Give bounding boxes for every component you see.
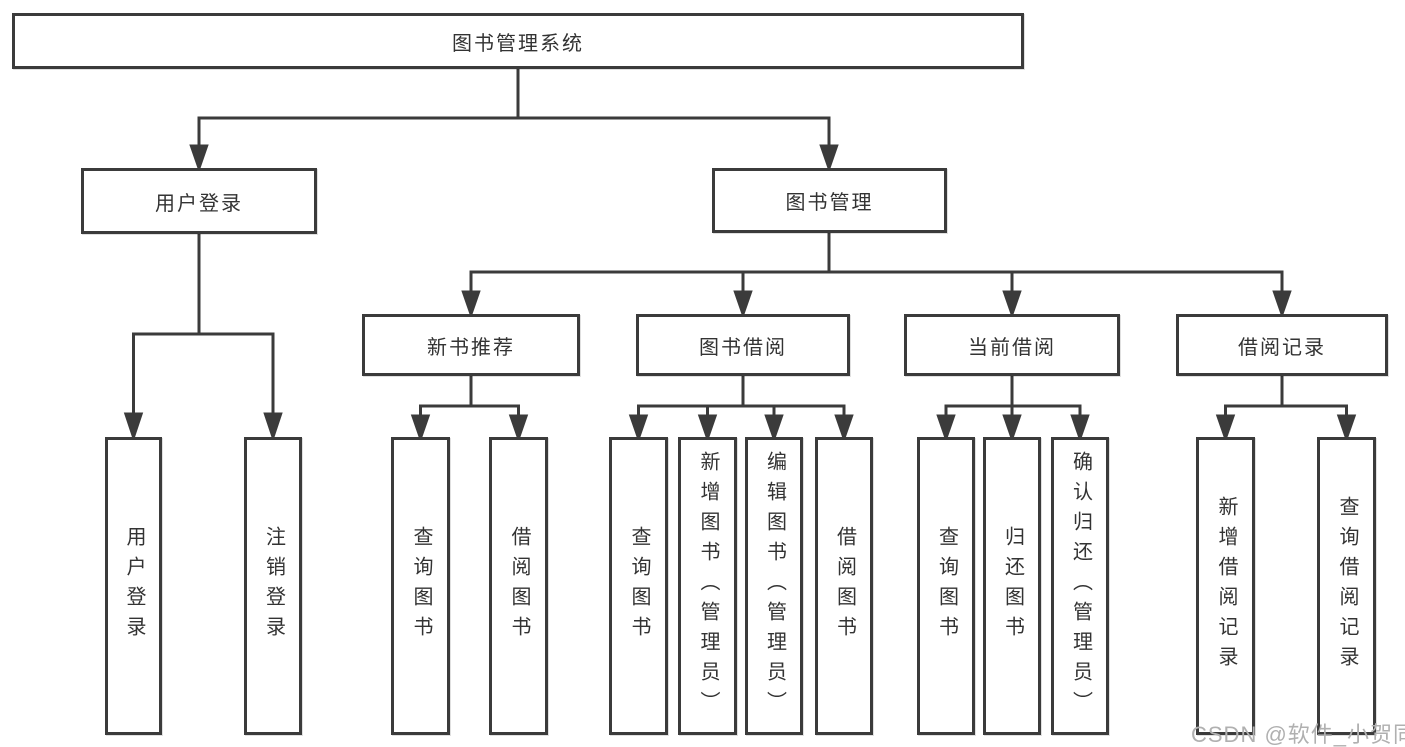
node-br-add-record: 新增借阅记录 bbox=[1196, 437, 1255, 735]
node-user-login: 用户登录 bbox=[81, 168, 317, 234]
node-bb-add-book-admin: 新增图书（管理员） bbox=[678, 437, 737, 735]
node-nb-query-book: 查询图书 bbox=[391, 437, 450, 735]
node-book-borrow: 图书借阅 bbox=[636, 314, 850, 376]
node-new-book-recommend: 新书推荐 bbox=[362, 314, 580, 376]
node-current-borrow: 当前借阅 bbox=[904, 314, 1120, 376]
node-book-management: 图书管理 bbox=[712, 168, 947, 233]
node-bb-query-book: 查询图书 bbox=[609, 437, 668, 735]
node-bb-edit-book-admin: 编辑图书（管理员） bbox=[745, 437, 803, 735]
node-cb-query-book: 查询图书 bbox=[917, 437, 975, 735]
node-nb-borrow-book: 借阅图书 bbox=[489, 437, 548, 735]
node-root: 图书管理系统 bbox=[12, 13, 1024, 69]
node-logout: 注销登录 bbox=[244, 437, 302, 735]
node-bb-borrow-book: 借阅图书 bbox=[815, 437, 873, 735]
node-cb-confirm-return-admin: 确认归还（管理员） bbox=[1051, 437, 1109, 735]
node-login: 用户登录 bbox=[105, 437, 162, 735]
node-borrow-records: 借阅记录 bbox=[1176, 314, 1388, 376]
node-cb-return-book: 归还图书 bbox=[983, 437, 1041, 735]
csdn-watermark: CSDN @软件_小贺同学 bbox=[1191, 722, 1405, 747]
node-br-query-record: 查询借阅记录 bbox=[1317, 437, 1376, 735]
